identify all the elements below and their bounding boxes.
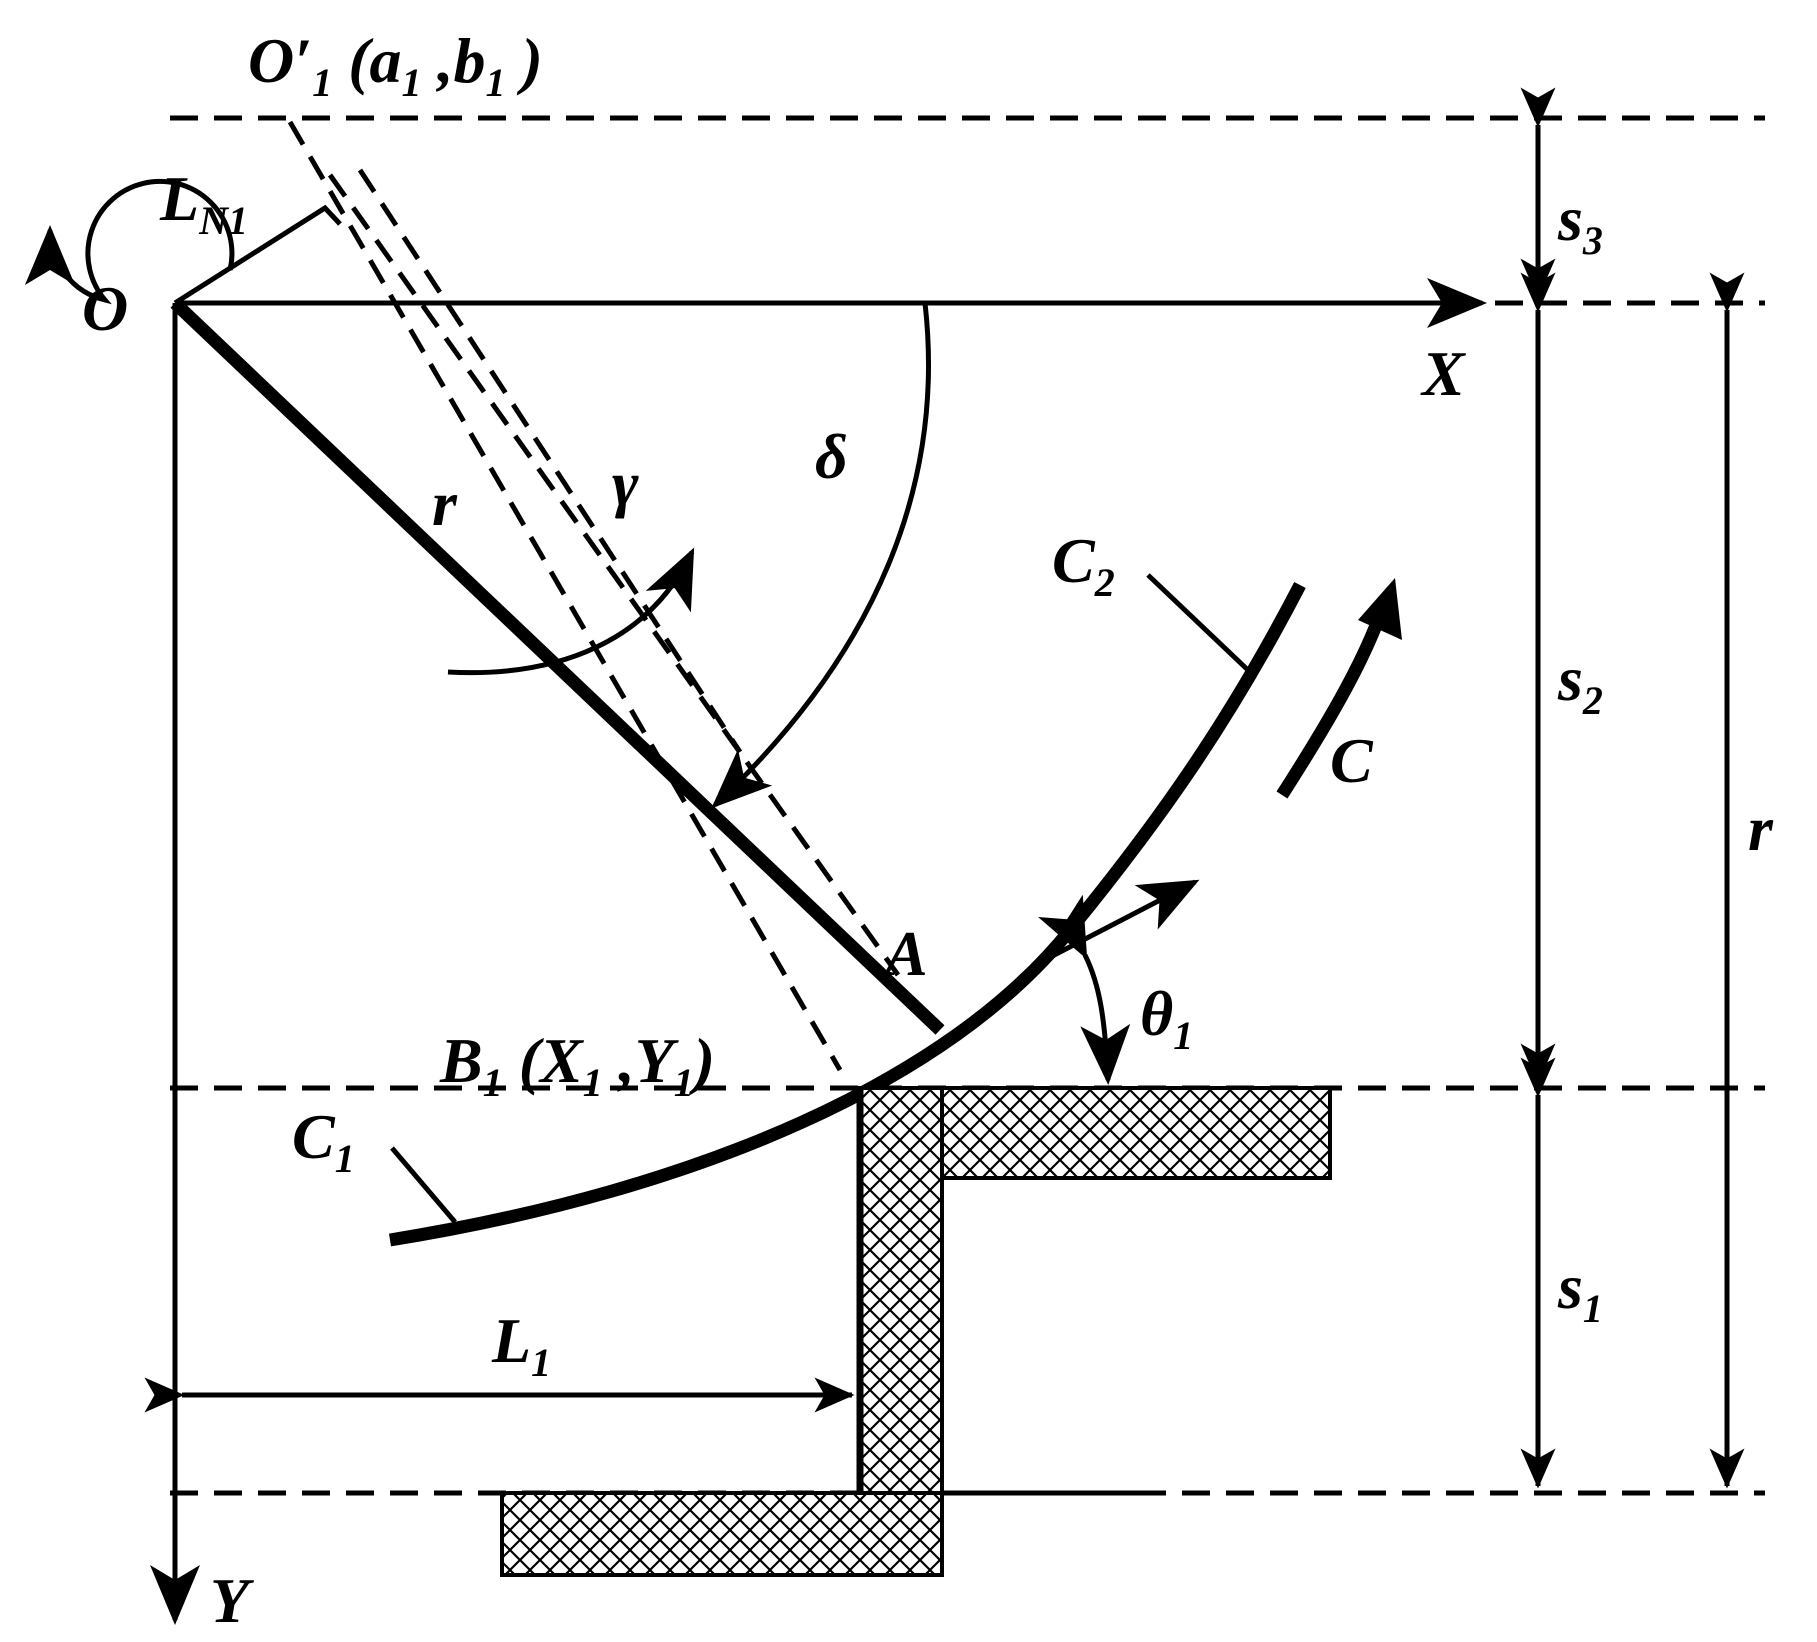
s1-label: s1 [1557, 1251, 1603, 1331]
b1-label: B1 (X1 ,Y1) [439, 1025, 715, 1105]
s2-label: s2 [1557, 643, 1603, 723]
r-dimension-label: r [1748, 793, 1774, 864]
x-axis-label: X [1420, 338, 1466, 409]
s3-label: s3 [1557, 183, 1603, 263]
tangent-arrow [1033, 879, 1200, 968]
r-arm-label: r [432, 468, 458, 539]
curve-c [388, 582, 1306, 1247]
profile-bottom-flange [500, 1491, 944, 1577]
c1-label: C1 [292, 1101, 355, 1181]
gamma-arc [447, 547, 695, 676]
c2-leader [1146, 573, 1252, 674]
l1-label: L1 [491, 1305, 551, 1385]
c-motion-label: C [1330, 725, 1374, 796]
arm-r [170, 298, 945, 1035]
theta1-label: θ1 [1140, 978, 1193, 1058]
delta-label: δ [815, 421, 848, 492]
ln1-normal-line [173, 204, 342, 306]
point-a-label: A [881, 918, 928, 989]
offset-dashed-line-2 [327, 173, 901, 977]
c1-leader [390, 1146, 457, 1224]
profile-web [858, 1086, 944, 1495]
o-prime-label: O′1 (a1 ,b1 ) [248, 25, 543, 105]
theta1-arc [1038, 894, 1131, 1085]
origin-label: O [82, 273, 128, 344]
offset-dashed-line-1 [287, 120, 843, 1072]
c-direction-arrowhead [1358, 578, 1402, 640]
ln1-label: LN1 [159, 163, 248, 243]
y-axis-label: Y [210, 1565, 254, 1636]
delta-arc [711, 302, 932, 809]
c2-label: C2 [1052, 525, 1115, 605]
rotation-arrow [25, 179, 235, 305]
gamma-label: γ [612, 448, 639, 519]
offset-dashed-line-3 [357, 168, 743, 754]
